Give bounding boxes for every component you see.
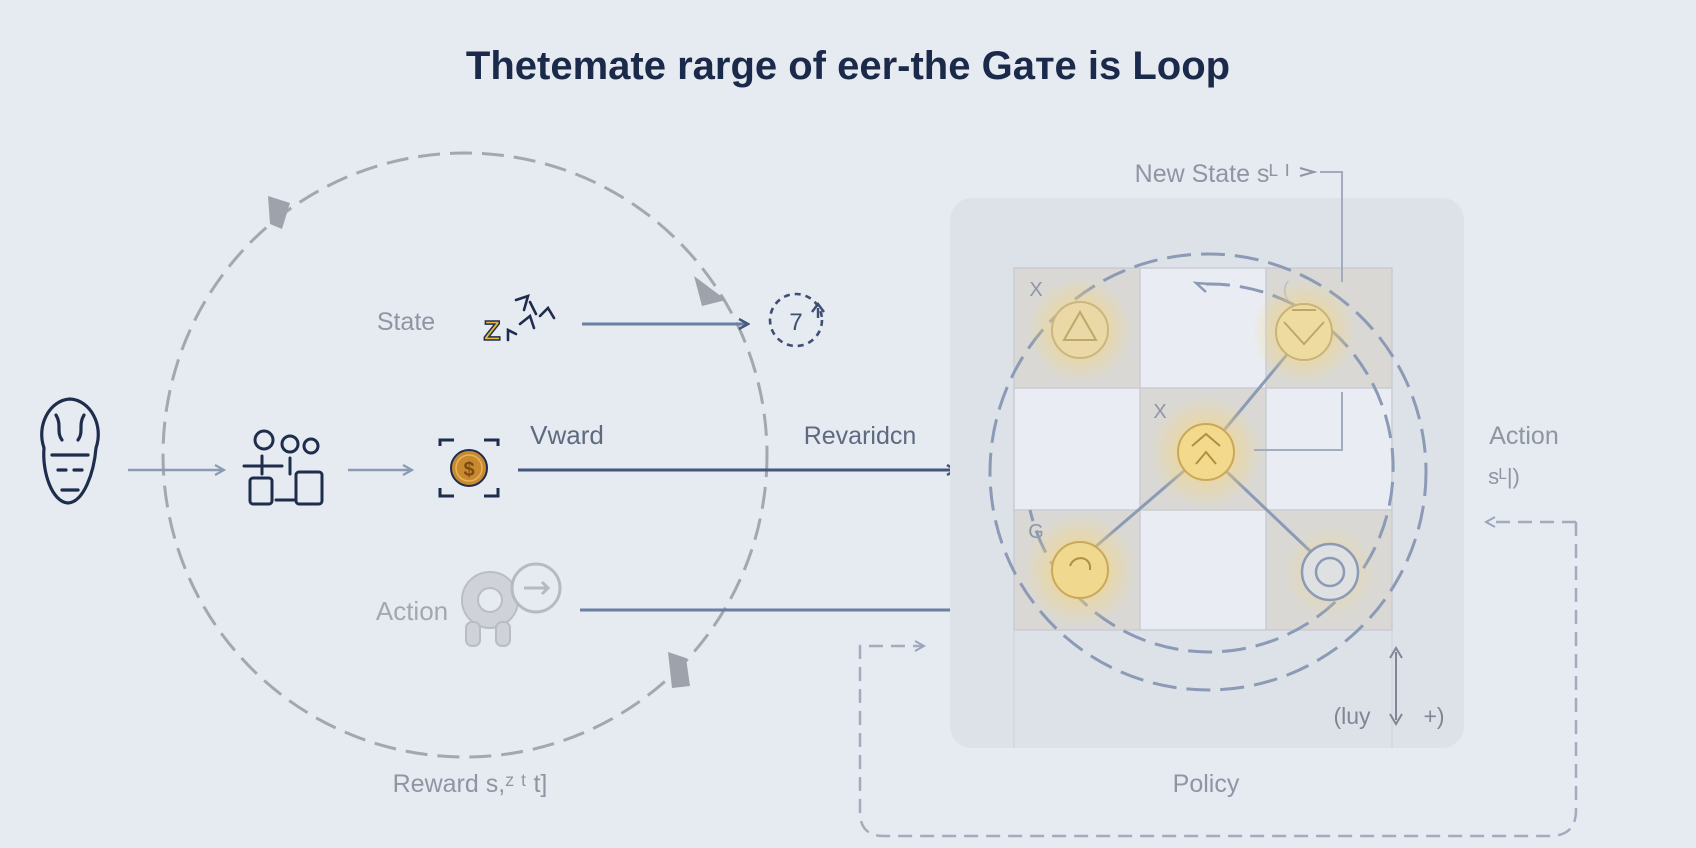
sleep-z-icon: Z bbox=[483, 293, 556, 347]
policy-label: Policy bbox=[1173, 770, 1240, 798]
coin-reward-icon: $ bbox=[438, 438, 500, 498]
action-right-sub-label: sᴸ|) bbox=[1488, 464, 1520, 489]
grid-cell bbox=[1140, 510, 1266, 630]
svg-text:$: $ bbox=[463, 459, 474, 481]
orb-node-icon bbox=[1024, 514, 1136, 626]
creature-node-icon bbox=[1150, 396, 1262, 508]
policy-outer-circle bbox=[988, 252, 1428, 692]
revaridcn-label: Revaridcn bbox=[804, 422, 917, 450]
feedback-loop-path bbox=[858, 522, 1578, 838]
shield-node-icon bbox=[1284, 526, 1376, 618]
brain-head-icon bbox=[40, 397, 100, 505]
new-state-label: New State sᴸ ᴵ bbox=[1135, 160, 1290, 188]
cell-mark: X bbox=[1029, 279, 1042, 301]
loop-marker-top-left bbox=[268, 196, 290, 229]
svg-text:7: 7 bbox=[789, 309, 802, 336]
vward-label: Vward bbox=[530, 420, 604, 450]
loop-marker-top-right bbox=[694, 276, 726, 306]
loop-marker-bottom-right bbox=[668, 652, 690, 688]
action-left-label: Action bbox=[376, 596, 448, 626]
refresh-cycle-icon: 7 bbox=[768, 292, 825, 348]
grid-cell bbox=[1140, 268, 1266, 388]
svg-text:Z: Z bbox=[483, 315, 500, 346]
robot-key-icon bbox=[461, 562, 562, 647]
fortress-node-icon bbox=[1028, 278, 1132, 382]
loop-circle bbox=[161, 151, 769, 759]
action-right-label: Action bbox=[1489, 422, 1558, 450]
state-label: State bbox=[377, 308, 435, 336]
person-group-icon bbox=[242, 429, 324, 506]
reward-bottom-label: Reward s,ᶻ ᵗ t] bbox=[393, 770, 548, 798]
grid-cell bbox=[1014, 388, 1140, 510]
grid-footer-left: (luy bbox=[1333, 703, 1371, 729]
goal-node-icon bbox=[1252, 280, 1356, 384]
grid-footer-right: +) bbox=[1423, 703, 1444, 729]
diagram-title: Thetemate rarge of eer-the Gaтe is Loop bbox=[466, 44, 1230, 88]
